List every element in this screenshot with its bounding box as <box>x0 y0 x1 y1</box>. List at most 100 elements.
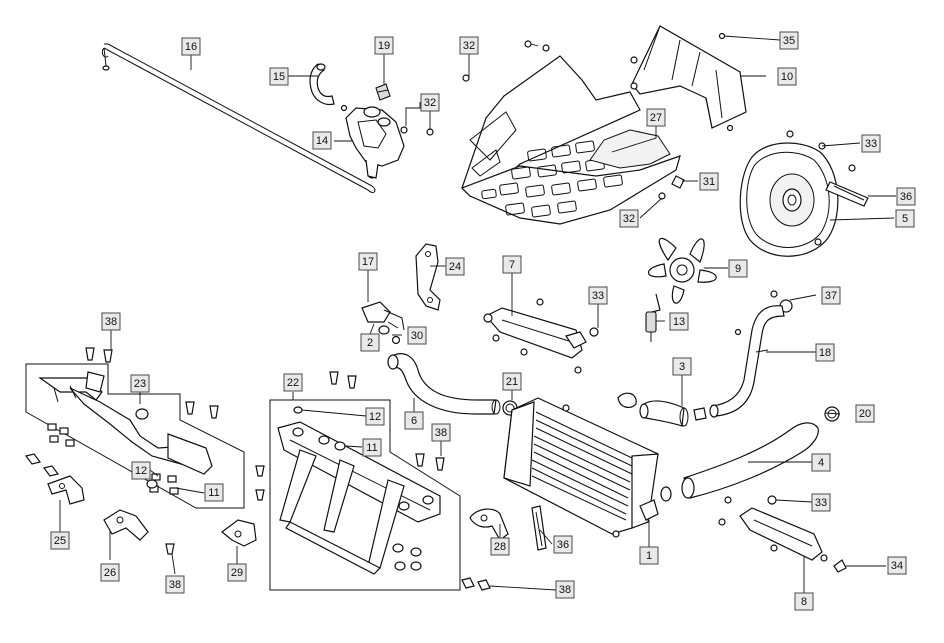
part-3-hose <box>617 392 707 427</box>
group-22-kit <box>269 399 461 591</box>
callout-28: 28 <box>490 537 510 556</box>
leader-lines <box>59 35 896 593</box>
callout-38: 38 <box>431 423 451 442</box>
svg-text:35: 35 <box>783 35 795 47</box>
callout-11: 11 <box>362 438 382 457</box>
callout-21: 21 <box>502 372 522 391</box>
callout-33: 33 <box>811 493 831 512</box>
part-9-fan-blade <box>647 237 717 304</box>
svg-text:33: 33 <box>815 497 827 509</box>
svg-text:11: 11 <box>208 487 219 499</box>
callout-37: 37 <box>821 286 841 305</box>
callout-33: 33 <box>861 134 881 153</box>
svg-text:32: 32 <box>463 40 475 52</box>
part-29-bracket <box>221 519 257 547</box>
callout-3: 3 <box>672 357 692 376</box>
svg-text:31: 31 <box>703 176 715 188</box>
callout-36: 36 <box>553 535 573 554</box>
svg-text:23: 23 <box>134 378 146 390</box>
callout-15: 15 <box>269 67 289 86</box>
svg-text:29: 29 <box>231 567 243 579</box>
callout-38: 38 <box>101 312 121 331</box>
part-28-bracket <box>469 508 509 541</box>
part-6-hose <box>387 353 501 415</box>
callout-22: 22 <box>283 373 303 392</box>
svg-text:12: 12 <box>369 411 381 423</box>
svg-text:21: 21 <box>506 376 518 388</box>
svg-text:14: 14 <box>316 135 328 147</box>
svg-text:32: 32 <box>424 97 436 109</box>
callout-25: 25 <box>50 531 70 550</box>
svg-text:33: 33 <box>592 290 604 302</box>
svg-text:3: 3 <box>679 361 685 373</box>
svg-text:8: 8 <box>801 596 807 608</box>
callout-32: 32 <box>619 209 639 228</box>
svg-text:11: 11 <box>366 442 377 454</box>
part-34-bolt <box>833 559 847 573</box>
callout-26: 26 <box>100 563 120 582</box>
part-26-bracket <box>103 509 149 541</box>
svg-text:9: 9 <box>735 263 741 275</box>
callout-38: 38 <box>555 580 575 599</box>
callout-19: 19 <box>374 36 394 55</box>
svg-text:26: 26 <box>104 567 116 579</box>
callout-1: 1 <box>639 546 659 565</box>
part-30-nut <box>391 335 401 345</box>
svg-text:15: 15 <box>273 71 285 83</box>
svg-text:30: 30 <box>411 330 423 342</box>
callout-4: 4 <box>811 453 831 472</box>
part-1-radiator <box>503 397 659 538</box>
callout-35: 35 <box>779 31 799 50</box>
svg-text:34: 34 <box>891 560 903 572</box>
callout-20: 20 <box>855 404 875 423</box>
part-13-sensor <box>645 293 661 342</box>
svg-text:7: 7 <box>509 259 515 271</box>
callout-labels: 16 19 32 35 15 32 10 14 27 33 31 36 32 5… <box>50 31 916 611</box>
part-36-clip-upper <box>825 181 869 207</box>
svg-text:20: 20 <box>859 408 871 420</box>
callout-5: 5 <box>895 209 915 228</box>
callout-13: 13 <box>669 312 689 331</box>
callout-7: 7 <box>502 255 522 274</box>
svg-text:13: 13 <box>673 316 685 328</box>
svg-text:38: 38 <box>435 427 447 439</box>
svg-text:25: 25 <box>54 535 66 547</box>
part-16-rod <box>101 43 376 193</box>
svg-text:32: 32 <box>623 213 635 225</box>
svg-text:4: 4 <box>818 457 824 469</box>
part-8-bracket <box>718 495 828 562</box>
svg-text:24: 24 <box>449 261 461 273</box>
svg-text:36: 36 <box>900 191 912 203</box>
svg-text:38: 38 <box>105 316 117 328</box>
svg-text:17: 17 <box>362 256 374 268</box>
part-36-clip-lower <box>531 505 547 551</box>
callout-23: 23 <box>130 374 150 393</box>
part-10-27-shroud-assembly <box>460 25 747 225</box>
callout-36: 36 <box>896 187 916 206</box>
callout-11: 11 <box>204 483 224 502</box>
callout-16: 16 <box>181 37 201 56</box>
callout-10: 10 <box>777 67 797 86</box>
part-33-nut-upper <box>589 327 599 337</box>
svg-text:38: 38 <box>169 579 181 591</box>
callout-9: 9 <box>728 259 748 278</box>
svg-text:12: 12 <box>135 465 147 477</box>
callout-24: 24 <box>445 257 465 276</box>
svg-text:22: 22 <box>287 377 299 389</box>
part-18-pipe <box>709 305 785 418</box>
callout-6: 6 <box>404 411 424 430</box>
svg-text:6: 6 <box>411 415 417 427</box>
callout-12: 12 <box>365 407 385 426</box>
callout-12: 12 <box>131 461 151 480</box>
callout-33: 33 <box>588 286 608 305</box>
svg-text:27: 27 <box>650 112 662 124</box>
part-14-thermostat-housing <box>340 104 434 179</box>
svg-text:37: 37 <box>825 290 837 302</box>
callout-27: 27 <box>646 108 666 127</box>
svg-text:10: 10 <box>781 71 793 83</box>
part-15-small-hose <box>309 63 335 106</box>
part-17-2-sensor-assembly <box>361 301 405 335</box>
callout-31: 31 <box>699 172 719 191</box>
svg-text:38: 38 <box>559 584 571 596</box>
